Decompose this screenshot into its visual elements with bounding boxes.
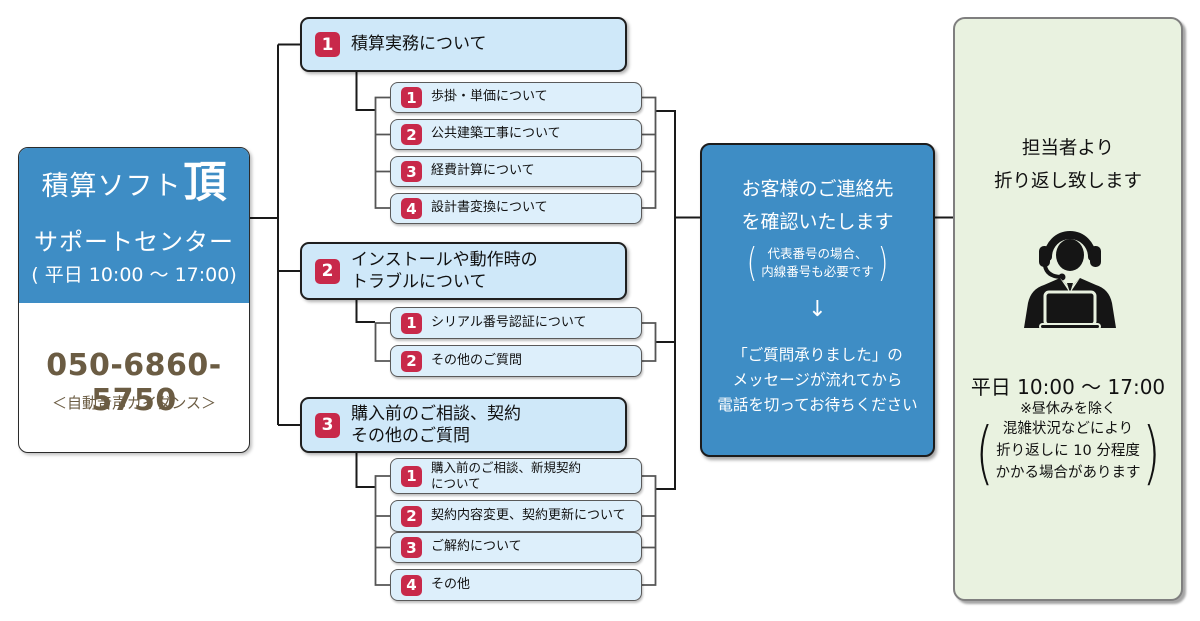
- sub-number-badge: 4: [401, 198, 422, 219]
- brand-name: 積算ソフト: [41, 171, 182, 202]
- paren-open: (: [975, 411, 994, 493]
- sub-number-badge: 2: [401, 505, 422, 527]
- busy-note-text: 混雑状況などにより 折り返しに 10 分程度 かかる場合があります: [995, 421, 1141, 481]
- menu-1-sub-4: 4 設計書変換について: [390, 193, 642, 224]
- menu-3-label: 購入前のご相談、契約 その他のご質問: [351, 403, 521, 446]
- lunch-break-note: ※昼休みを除く: [1020, 401, 1116, 417]
- sub-label: ご解約について: [431, 539, 522, 555]
- menu-1-sub-2: 2 公共建築工事について: [390, 119, 642, 150]
- menu-1-sub-1: 1 歩掛・単価について: [390, 82, 642, 113]
- brand-logo-character: 頂: [183, 158, 227, 208]
- phone-number: 050-6860-5750: [46, 348, 222, 418]
- wait-instruction: 「ご質問承りました」の メッセージが流れてから 電話を切ってお待ちください: [717, 346, 918, 415]
- sub-label: 公共建築工事について: [431, 126, 561, 142]
- support-center-header: 積算ソフト 頂 サポートセンター ( 平日 10:00 ～ 17:00): [19, 148, 249, 303]
- menu-2-label: インストールや動作時の トラブルについて: [351, 249, 538, 292]
- sub-number-badge: 2: [401, 350, 422, 372]
- callback-hours: 平日 10:00 ～ 17:00: [970, 375, 1166, 399]
- paren-close: ): [1142, 411, 1161, 493]
- support-operator-icon: [1024, 231, 1116, 330]
- sub-label: シリアル番号認証について: [431, 314, 587, 330]
- menu-3-sub-1: 1 購入前のご相談、新規契約 について: [390, 458, 642, 494]
- sub-label: その他のご質問: [431, 352, 523, 368]
- menu-2-number-badge: 2: [315, 258, 340, 284]
- sub-label: 契約内容変更、契約更新について: [431, 507, 626, 523]
- paren-open: (: [746, 240, 758, 286]
- sub-number-badge: 1: [401, 312, 422, 334]
- contact-confirmation-panel: お客様のご連絡先 を確認いたします ( 代表番号の場合、 内線番号も必要です )…: [700, 143, 935, 457]
- support-hours: ( 平日 10:00 ～ 17:00): [31, 264, 237, 286]
- menu-option-3: 3 購入前のご相談、契約 その他のご質問: [300, 397, 627, 453]
- down-arrow-icon: ↓: [808, 297, 827, 322]
- sub-number-badge: 3: [401, 161, 422, 182]
- menu-3-number-badge: 3: [315, 412, 340, 438]
- confirmation-message: お客様のご連絡先 を確認いたします: [741, 178, 894, 234]
- sub-number-badge: 4: [401, 574, 422, 596]
- callback-title: 担当者より 折り返し致します: [993, 138, 1142, 193]
- menu-3-sub-3: 3 ご解約について: [390, 532, 642, 563]
- sub-number-badge: 3: [401, 537, 422, 558]
- busy-note: ( 混雑状況などにより 折り返しに 10 分程度 かかる場合があります ): [955, 411, 1181, 493]
- phone-guidance-note: ＜自動音声ガイダンス＞: [51, 394, 217, 412]
- sub-label: 設計書変換について: [431, 200, 548, 216]
- extension-note: ( 代表番号の場合、 内線番号も必要です ): [702, 240, 933, 286]
- brand-subtitle: サポートセンター: [34, 228, 234, 256]
- sub-number-badge: 2: [401, 124, 422, 145]
- menu-option-2: 2 インストールや動作時の トラブルについて: [300, 242, 627, 300]
- paren-close: ): [877, 240, 889, 286]
- sub-label: 経費計算について: [431, 163, 535, 179]
- menu-2-sub-2: 2 その他のご質問: [390, 345, 642, 377]
- menu-3-sub-4: 4 その他: [390, 569, 642, 601]
- menu-1-label: 積算実務について: [351, 34, 487, 55]
- callback-panel: 担当者より 折り返し致します 平日 10:00 ～ 17:00 ※昼休みを除く …: [953, 17, 1183, 601]
- menu-3-sub-2: 2 契約内容変更、契約更新について: [390, 500, 642, 532]
- extension-note-text: 代表番号の場合、 内線番号も必要です: [761, 246, 874, 280]
- sub-label: 歩掛・単価について: [431, 89, 548, 105]
- sub-number-badge: 1: [401, 87, 422, 108]
- menu-1-sub-3: 3 経費計算について: [390, 156, 642, 187]
- menu-option-1: 1 積算実務について: [300, 17, 627, 72]
- sub-number-badge: 1: [401, 465, 422, 487]
- menu-2-sub-1: 1 シリアル番号認証について: [390, 307, 642, 339]
- menu-1-number-badge: 1: [315, 32, 340, 57]
- sub-label: その他: [431, 576, 471, 592]
- brand-title: 積算ソフト 頂: [19, 162, 249, 205]
- support-center-panel: 積算ソフト 頂 サポートセンター ( 平日 10:00 ～ 17:00) 050…: [18, 147, 250, 453]
- sub-label: 購入前のご相談、新規契約 について: [431, 460, 582, 491]
